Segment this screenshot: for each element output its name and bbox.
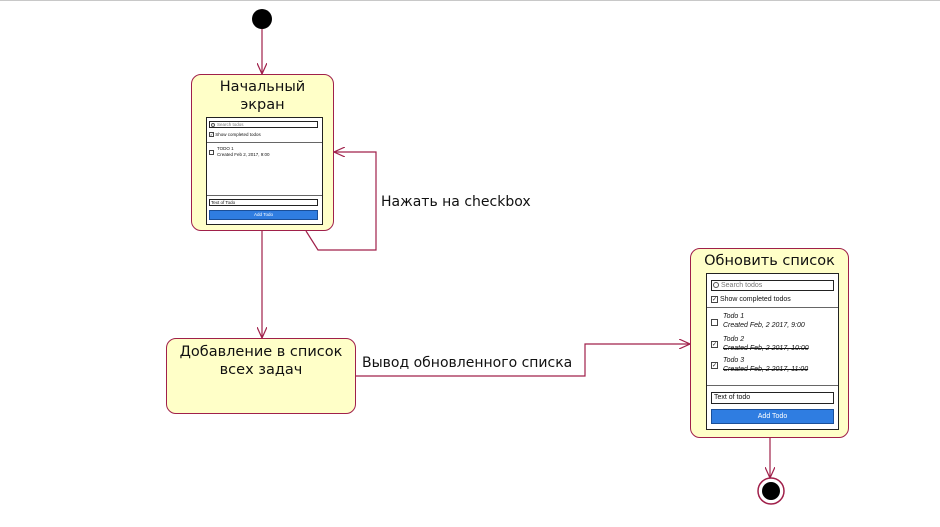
- show-completed-toggle: ✓ Show completed todos: [711, 295, 791, 303]
- add-todo-button: Add Todo: [711, 409, 834, 424]
- mockup-large: Search todos ✓ Show completed todos Todo…: [706, 273, 839, 430]
- state-update-list[interactable]: Обновить список Search todos ✓ Show comp…: [690, 248, 849, 438]
- todo-date: Created Feb 2, 2017, 9:00: [217, 151, 270, 157]
- state-title: Обновить список: [704, 253, 835, 269]
- todo-date: Created Feb, 2 2017, 10:00: [723, 345, 809, 352]
- checkbox-icon: [711, 318, 718, 326]
- edge-label-output-updated: Вывод обновленного списка: [362, 355, 573, 371]
- todo-text-field: Text of Todo: [209, 199, 318, 206]
- state-add-to-list[interactable]: Добавление в список всех задач: [166, 338, 356, 414]
- todo-title: Todo 2: [723, 336, 745, 343]
- todo-item: TODO 1 Created Feb 2, 2017, 9:00: [209, 146, 321, 160]
- edge-checkbox-loop[interactable]: [305, 152, 377, 251]
- checkbox-checked-icon: ✓: [711, 340, 718, 348]
- final-node[interactable]: [757, 477, 785, 505]
- search-input: Search todos: [711, 280, 834, 291]
- mockup-small: Search todos ✓ Show completed todos TODO…: [206, 117, 323, 225]
- initial-node[interactable]: [252, 9, 272, 29]
- show-completed-toggle: ✓ Show completed todos: [209, 132, 261, 138]
- checkbox-icon: ✓: [209, 132, 214, 138]
- search-icon: [713, 282, 719, 289]
- checkbox-checked-icon: ✓: [711, 361, 718, 369]
- todo-title: Todo 3: [723, 357, 745, 364]
- todo-title: Todo 1: [723, 313, 745, 320]
- search-icon: [211, 122, 215, 127]
- divider: [207, 142, 322, 143]
- checkbox-icon: [209, 150, 214, 156]
- edge-add-to-update[interactable]: [356, 344, 690, 377]
- todo-item: Todo 1 Created Feb, 2 2017, 9:00: [711, 312, 836, 330]
- todo-title: TODO 1: [217, 146, 234, 151]
- search-input: Search todos: [209, 121, 318, 128]
- state-title: Добавление в список всех задач: [179, 344, 343, 378]
- divider: [707, 307, 838, 308]
- state-title: Начальный экран: [219, 79, 306, 113]
- todo-item-completed: ✓ Todo 3 Created Feb, 2 2017, 11:00: [711, 356, 836, 374]
- todo-date: Created Feb, 2 2017, 9:00: [723, 322, 805, 329]
- todo-item-completed: ✓ Todo 2 Created Feb, 2 2017, 10:00: [711, 335, 836, 353]
- edge-label-checkbox-loop: Нажать на checkbox: [381, 194, 531, 210]
- add-todo-button: Add Todo: [209, 210, 318, 220]
- checkbox-icon: ✓: [711, 295, 718, 303]
- todo-date: Created Feb, 2 2017, 11:00: [723, 366, 809, 373]
- todo-text-field: Text of todo: [711, 392, 834, 404]
- divider: [707, 385, 838, 386]
- divider: [207, 195, 322, 196]
- state-start-screen[interactable]: Начальный экран Search todos ✓ Show comp…: [191, 74, 334, 231]
